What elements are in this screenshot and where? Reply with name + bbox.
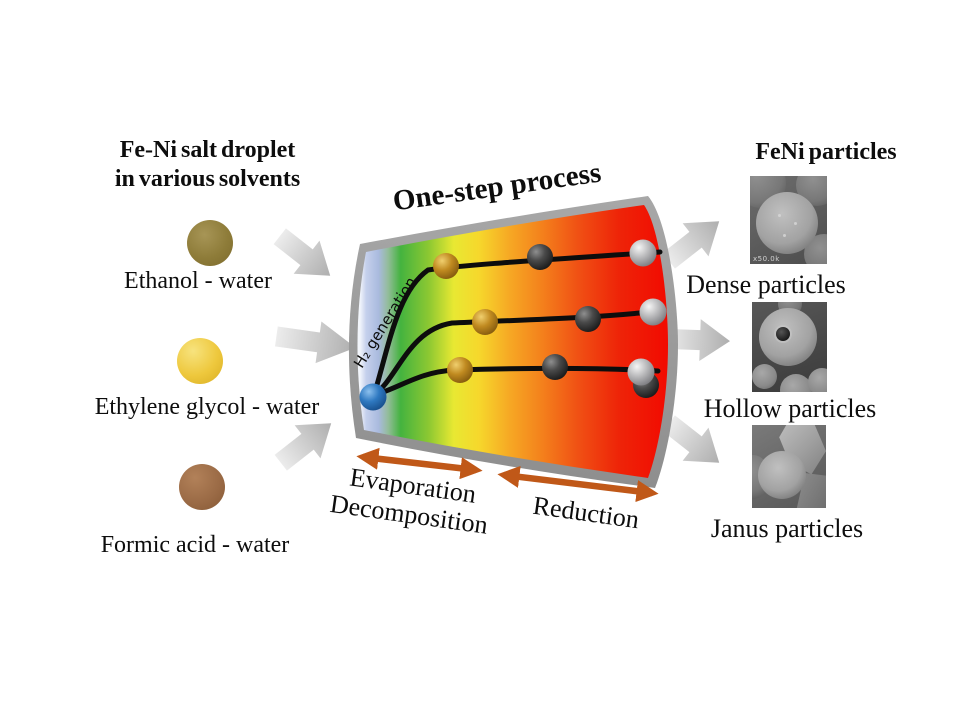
droplet-label-ethanol: Ethanol - water — [124, 268, 272, 294]
sem-speckle — [783, 234, 786, 237]
sphere-dark-middle — [575, 306, 601, 332]
droplet-label-ethylene-glycol: Ethylene glycol - water — [94, 394, 320, 420]
sem-image-hollow-particles — [752, 302, 827, 392]
sphere-silver-top — [629, 239, 657, 267]
sphere-gold-bottom — [447, 357, 473, 383]
sem-hollow-hole — [776, 327, 790, 341]
sem-magnification-label: x50.0k — [753, 255, 780, 263]
janus-particles-label: Janus particles — [710, 514, 864, 543]
furnace-temperature-gradient — [357, 205, 668, 478]
droplet-label-formic-acid: Formic acid - water — [100, 532, 290, 558]
left-panel-title: Fe-Ni salt droplet in various solvents — [85, 136, 330, 194]
hollow-particles-label: Hollow particles — [703, 394, 877, 423]
reduction-arrow — [497, 465, 659, 503]
left-title-line2: in various solvents — [114, 166, 301, 192]
left-title-line1: Fe-Ni salt droplet — [119, 137, 296, 163]
trajectory-bottom — [371, 365, 661, 398]
droplet-ethylene-glycol-water — [177, 338, 223, 384]
feed-arrows — [266, 219, 359, 480]
sem-background-particle — [780, 374, 812, 392]
sphere-dark-bottom — [542, 354, 568, 380]
sphere-gold-top — [433, 253, 459, 279]
sem-image-dense-particles: x50.0k — [750, 176, 827, 264]
sphere-dark-top — [527, 244, 553, 270]
sphere-start-droplet — [359, 383, 387, 411]
sem-speckle — [794, 222, 797, 225]
stage-arrows — [356, 447, 659, 503]
sem-background-particle — [752, 364, 777, 389]
dense-particles-label: Dense particles — [686, 270, 846, 299]
evaporation-decomposition-arrow — [356, 447, 483, 480]
droplet-ethanol-water — [187, 220, 233, 266]
droplet-formic-acid-water — [179, 464, 225, 510]
sem-janus-round-lobe — [758, 451, 806, 499]
sem-speckle — [778, 214, 781, 217]
trajectory-middle — [371, 308, 661, 398]
sem-dense-sphere — [756, 192, 818, 254]
arrow-glycol-to-furnace — [273, 315, 359, 369]
sphere-janus-silver-lobe — [627, 358, 655, 386]
right-panel-title: FeNi particles — [755, 139, 897, 165]
sphere-gold-middle — [472, 309, 498, 335]
sphere-silver-middle — [639, 298, 667, 326]
particle-spheres — [359, 239, 667, 411]
sem-background-particle — [808, 368, 827, 392]
sem-image-janus-particles — [752, 425, 826, 508]
